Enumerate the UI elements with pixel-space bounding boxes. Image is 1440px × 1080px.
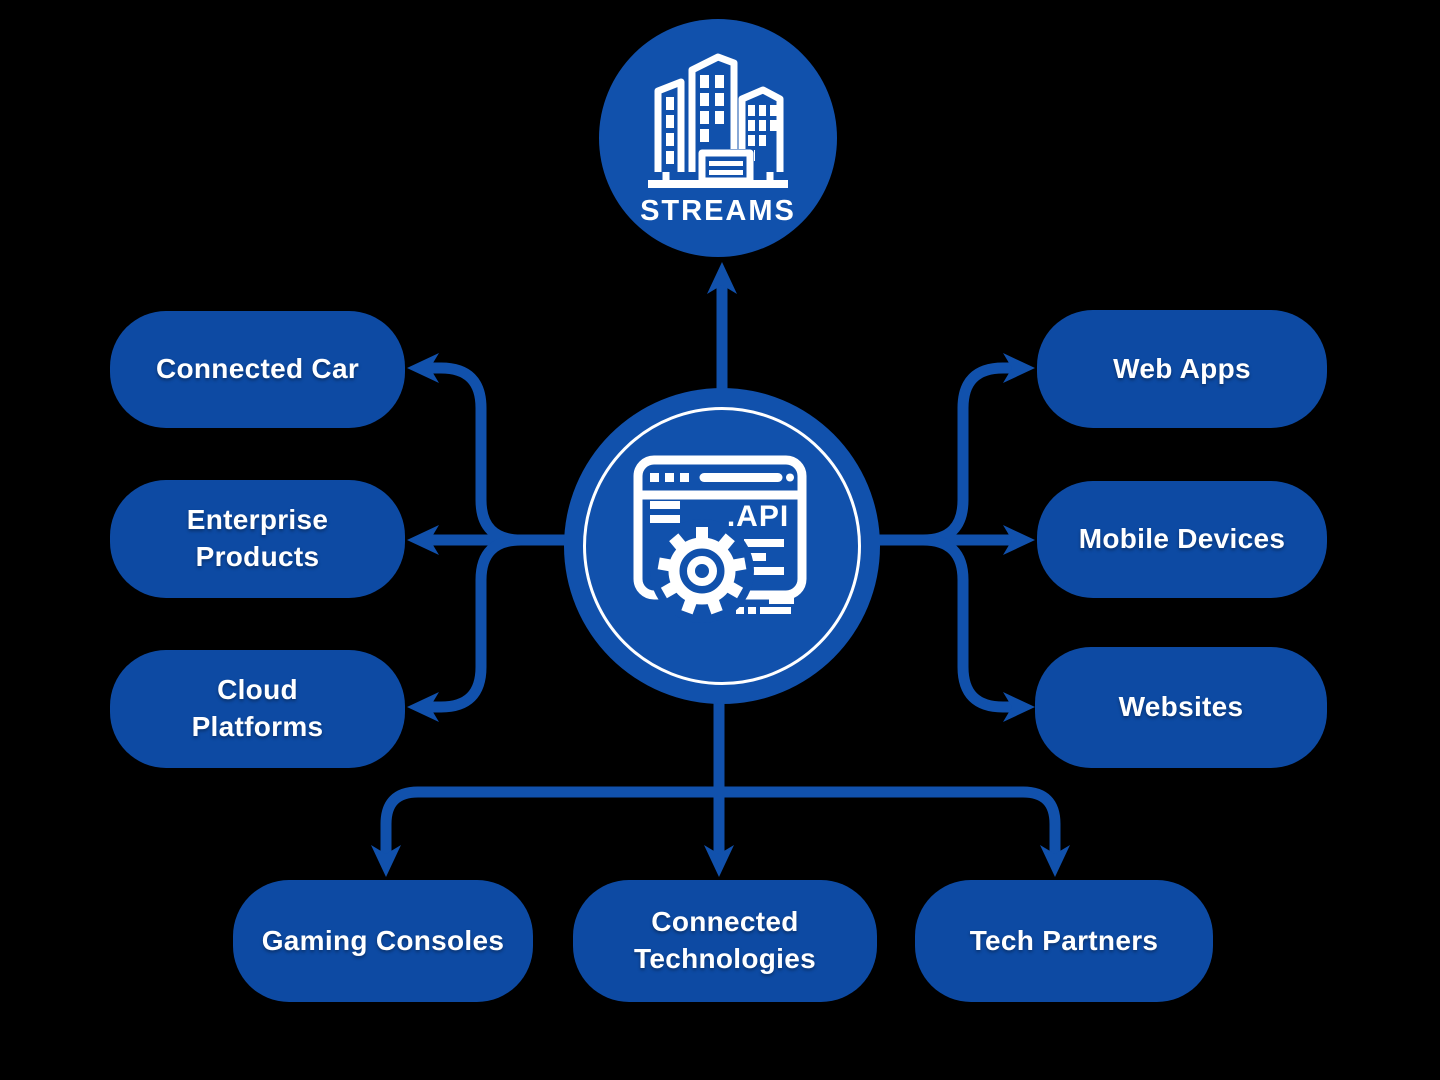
node-label: Cloud Platforms (191, 674, 324, 742)
api-browser-gear-icon: .API (633, 455, 807, 623)
gear-icon (657, 527, 747, 615)
arrow-hub-to-connected-car (407, 353, 566, 546)
node-gaming-consoles: Gaming Consoles (233, 880, 533, 1002)
arrow-hub-to-web-apps (878, 353, 1035, 546)
node-enterprise-products: Enterprise Products (110, 480, 405, 598)
api-label: .API (727, 500, 789, 533)
node-cloud-platforms: Cloud Platforms (110, 650, 405, 768)
city-buildings-icon (648, 53, 788, 188)
node-label: Web Apps (1113, 352, 1251, 384)
node-websites: Websites (1035, 647, 1327, 768)
api-hub-node: .API (564, 388, 880, 704)
node-label: Mobile Devices (1078, 523, 1286, 555)
node-web-apps: Web Apps (1037, 310, 1327, 428)
node-label: Connected Technologies (634, 906, 816, 974)
arrow-hub-to-gaming-consoles-and-tech-partners (371, 786, 1070, 877)
arrow-hub-to-websites (878, 534, 1035, 722)
node-label: Websites (1118, 691, 1244, 723)
node-mobile-devices: Mobile Devices (1037, 481, 1327, 598)
node-label: Tech Partners (969, 924, 1159, 956)
node-label: Enterprise Products (186, 504, 329, 572)
node-label: Gaming Consoles (261, 924, 505, 956)
node-connected-technologies: Connected Technologies (573, 880, 877, 1002)
node-connected-car: Connected Car (110, 311, 405, 428)
hub-inner-ring (583, 407, 861, 685)
node-tech-partners: Tech Partners (915, 880, 1213, 1002)
streams-label: STREAMS (640, 195, 796, 227)
arrow-hub-to-cloud-platforms (407, 534, 566, 722)
streams-node: STREAMS (599, 19, 837, 257)
node-label: Connected Car (155, 353, 360, 385)
